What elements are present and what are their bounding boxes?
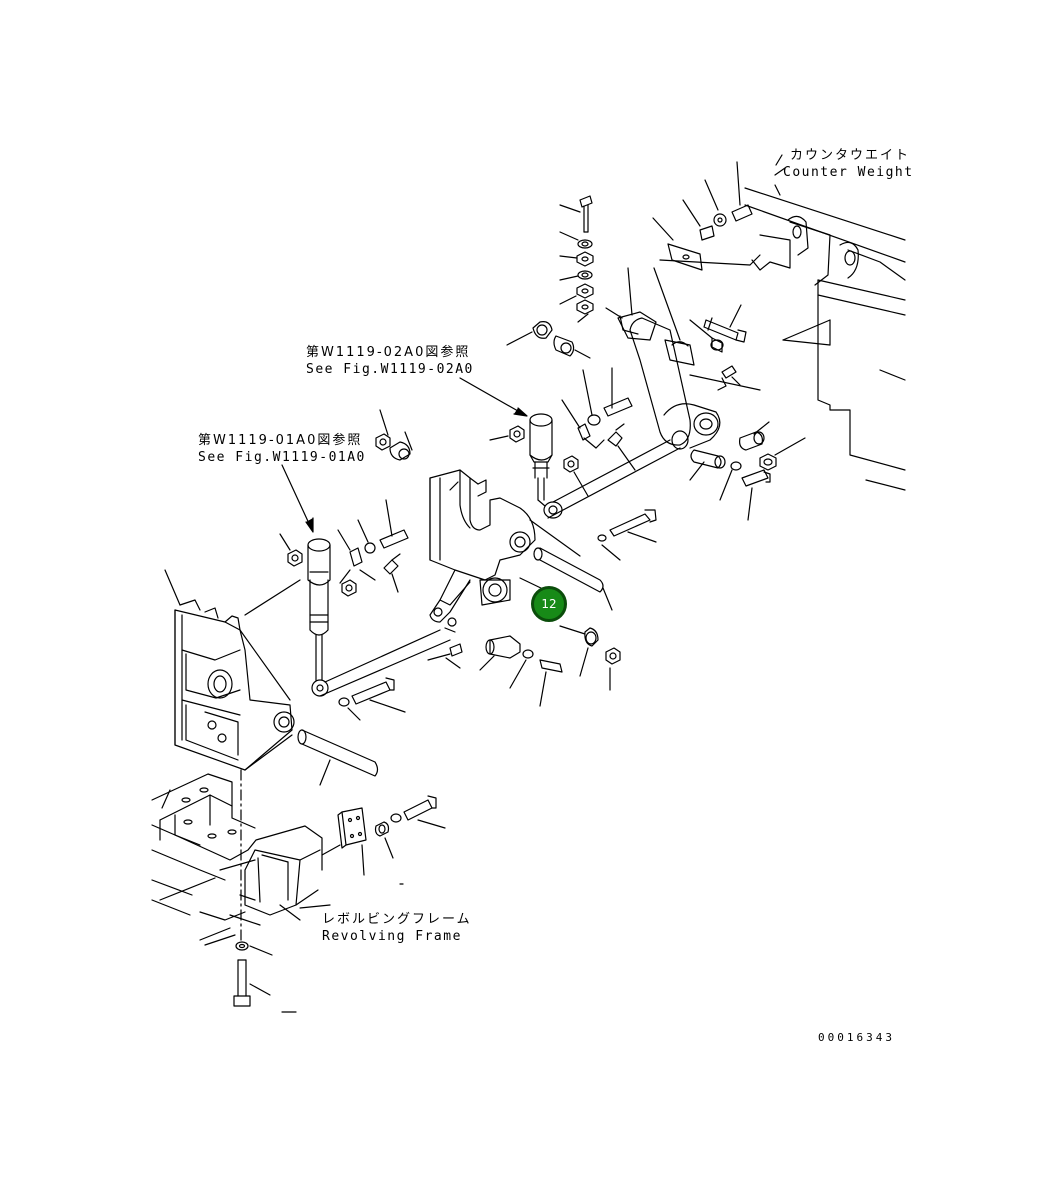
upper-cylinder xyxy=(490,368,680,518)
see-fig-01-label-en: See Fig.W1119-01A0 xyxy=(198,450,366,465)
revolving-frame-label-jp: レボルビングフレーム xyxy=(322,912,472,927)
part-callout-12[interactable]: 12 xyxy=(531,586,567,622)
bolt-stack-top xyxy=(560,196,593,322)
right-pins xyxy=(690,422,805,520)
see-fig-02-label-en: See Fig.W1119-02A0 xyxy=(306,362,474,377)
left-cylinder xyxy=(245,500,450,696)
see-fig-01-label-jp: 第W1119-01A0図参照 xyxy=(198,433,363,448)
upper-linkage xyxy=(606,162,760,449)
see-fig-02-label-jp: 第W1119-02A0図参照 xyxy=(306,345,471,360)
counter-weight xyxy=(745,185,905,490)
upper-bushings xyxy=(507,322,590,358)
bracket-bushings xyxy=(376,434,410,460)
main-bracket xyxy=(380,410,535,632)
bracket-pins xyxy=(428,510,656,706)
part-callout-number: 12 xyxy=(541,597,557,611)
lower-plate-parts xyxy=(322,796,445,884)
drawing-number: 00016343 xyxy=(818,1031,895,1044)
bottom-bolt xyxy=(234,942,296,1012)
reference-arrows xyxy=(282,378,527,668)
counter-weight-label-jp: カウンタウエイト xyxy=(790,148,911,163)
left-bracket xyxy=(165,570,294,770)
revolving-frame-label-en: Revolving Frame xyxy=(322,929,462,944)
counter-weight-label-en: Counter Weight xyxy=(783,165,914,180)
left-pins xyxy=(298,678,405,785)
revolving-frame xyxy=(152,774,330,945)
